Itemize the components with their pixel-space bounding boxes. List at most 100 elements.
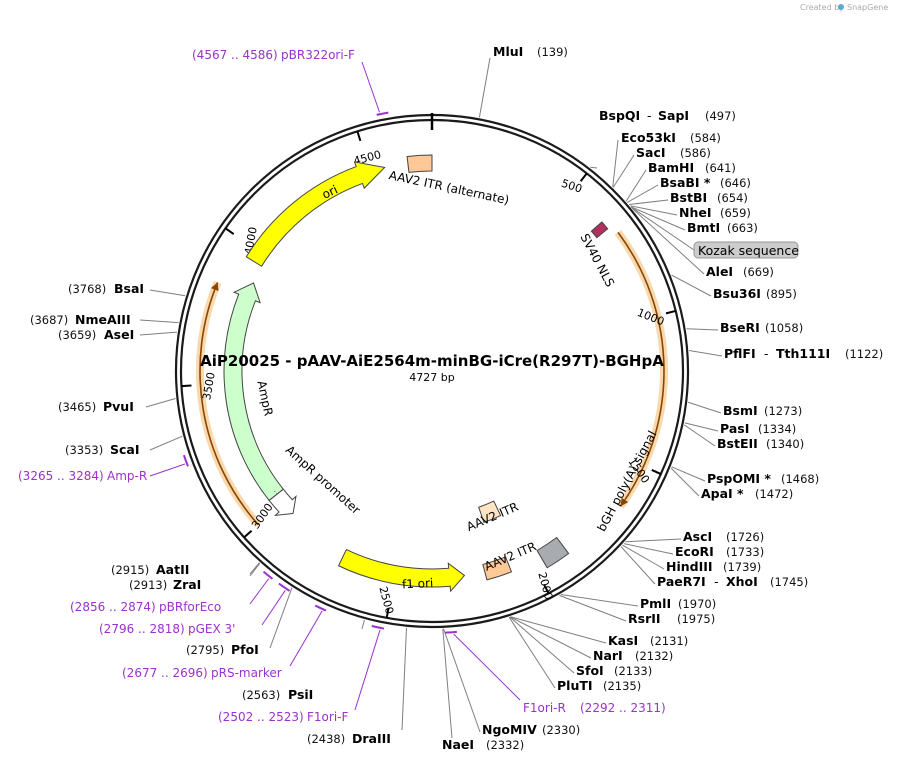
enzyme-site-rsrii[interactable]: RsrII(1975)	[628, 611, 715, 626]
enzyme-site-nari[interactable]: NarI(2132)	[593, 648, 673, 663]
enzyme-site-kasi[interactable]: KasI(2131)	[608, 633, 688, 648]
primer-binding-mark	[278, 582, 291, 592]
aav2-itr-feature-1[interactable]	[478, 500, 502, 523]
enzyme-leader-line	[509, 616, 575, 674]
enzyme-name-2: SapI	[658, 108, 689, 123]
primer-f1ori-r[interactable]: F1ori-R(2292 .. 2311)	[523, 701, 666, 715]
primer-leader-line	[354, 629, 381, 711]
enzyme-site-pfoi[interactable]: (2795)PfoI	[186, 642, 259, 657]
enzyme-position: (2133)	[614, 664, 652, 678]
enzyme-site-apai[interactable]: ApaI *(1472)	[701, 486, 793, 501]
enzyme-site-nmeaiii[interactable]: (3687)NmeAIII	[30, 312, 131, 327]
primer-pbrforeco[interactable]: (2856 .. 2874)pBRforEco	[70, 600, 221, 614]
enzyme-name: PsiI	[288, 687, 313, 702]
enzyme-position: (669)	[743, 265, 774, 279]
enzyme-site-bsteii[interactable]: BstEII(1340)	[717, 436, 804, 451]
enzyme-leader-line	[269, 587, 293, 649]
enzyme-site-bamhi[interactable]: BamHI(641)	[648, 160, 736, 175]
enzyme-site-asei[interactable]: (3659)AseI	[58, 327, 134, 342]
enzyme-leader-line	[139, 319, 179, 324]
enzyme-site-sfoi[interactable]: SfoI(2133)	[576, 663, 652, 678]
enzyme-site-pflfi-tth111i[interactable]: PflFI-Tth111I(1122)	[724, 346, 883, 361]
enzyme-site-pspomi[interactable]: PspOMI *(1468)	[707, 471, 819, 486]
enzyme-position: (2132)	[635, 649, 673, 663]
enzyme-leader-line	[442, 628, 453, 739]
orf-amp-arc[interactable]	[199, 282, 259, 526]
enzyme-site-ngomiv[interactable]: NgoMIV(2330)	[482, 722, 580, 737]
ampr-promoter-feature-arrow[interactable]	[268, 488, 297, 517]
primer-pgex-3[interactable]: (2796 .. 2818)pGEX 3'	[99, 622, 235, 636]
enzyme-name: BsmI	[723, 403, 758, 418]
orf-icre-arc[interactable]	[617, 231, 665, 507]
tick-label-2500: 2500	[376, 585, 396, 615]
primer-pbr322ori-f[interactable]: (4567 .. 4586)pBR322ori-F	[192, 48, 355, 62]
enzyme-site-draiii[interactable]: (2438)DraIII	[307, 731, 391, 746]
enzyme-site-zrai[interactable]: (2913)ZraI	[129, 577, 201, 592]
aav2-itr-feature-2[interactable]	[482, 556, 513, 581]
enzyme-site-bsabi[interactable]: BsaBI *(646)	[660, 175, 751, 190]
enzyme-position: (1745)	[770, 575, 808, 589]
enzyme-site-aatii[interactable]: (2915)AatII	[111, 562, 189, 577]
primer-range: (2502 .. 2523)	[218, 710, 304, 724]
enzyme-leader-line	[671, 466, 706, 482]
enzyme-name: ApaI *	[701, 486, 744, 501]
enzyme-position: (1273)	[764, 404, 802, 418]
enzyme-name: AatII	[156, 562, 189, 577]
enzyme-leader-line	[627, 184, 659, 203]
primer-binding-mark	[262, 570, 274, 580]
enzyme-site-saci[interactable]: SacI(586)	[636, 145, 711, 160]
primer-prs-marker[interactable]: (2677 .. 2696)pRS-marker	[122, 666, 282, 680]
primer-binding-mark	[182, 454, 189, 467]
enzyme-position: (584)	[690, 131, 721, 145]
enzyme-leader-line	[630, 205, 678, 216]
enzyme-name: BsaBI *	[660, 175, 711, 190]
aav2-itr-alternate-feature[interactable]	[406, 154, 433, 173]
enzyme-site-pasi[interactable]: PasI(1334)	[720, 421, 796, 436]
tick-mark-1500	[651, 469, 662, 475]
enzyme-site-pmli[interactable]: PmlI(1970)	[640, 596, 716, 611]
enzyme-site-bsai[interactable]: (3768)BsaI	[68, 281, 144, 296]
enzyme-site-alei[interactable]: AleI (669)	[706, 264, 774, 279]
primer-amp-r[interactable]: (3265 .. 3284)Amp-R	[18, 469, 147, 483]
enzyme-name: BamHI	[648, 160, 694, 175]
enzyme-site-scai[interactable]: (3353)ScaI	[65, 442, 140, 457]
enzyme-site-bsu36i[interactable]: Bsu36I(895)	[713, 286, 797, 301]
enzyme-leader-line	[249, 562, 260, 575]
enzyme-name: EcoRI	[675, 544, 714, 559]
sv40-nls-feature[interactable]	[590, 221, 609, 239]
enzyme-site-bseri[interactable]: BseRI(1058)	[720, 320, 803, 335]
primer-f1ori-f[interactable]: (2502 .. 2523)F1ori-F	[218, 710, 348, 724]
enzyme-site-bmti[interactable]: BmtI(663)	[687, 220, 758, 235]
bgh-polya-feature[interactable]	[536, 536, 570, 569]
enzyme-leader-line	[625, 169, 647, 202]
enzyme-site-mlui[interactable]: MluI(139)	[493, 44, 568, 59]
misc-feature-kozak[interactable]: Kozak sequence	[693, 241, 799, 259]
primer-leader-line	[149, 463, 186, 477]
enzyme-site-asci[interactable]: AscI(1726)	[683, 529, 764, 544]
enzyme-site-psii[interactable]: (2563)PsiI	[242, 687, 313, 702]
enzyme-site-pluti[interactable]: PluTI(2135)	[557, 678, 641, 693]
enzyme-name: NmeAIII	[75, 312, 131, 327]
enzyme-site-pvui[interactable]: (3465)PvuI	[58, 399, 134, 414]
enzyme-site-ecori[interactable]: EcoRI(1733)	[675, 544, 764, 559]
enzyme-site-hindiii[interactable]: HindIII(1739)	[666, 559, 761, 574]
enzyme-position: (2438)	[307, 732, 345, 746]
enzyme-site-bspqi-sapi[interactable]: BspQI-SapI(497)	[599, 108, 736, 123]
snapgene-logo-icon	[838, 4, 844, 10]
tick-mark-1000	[665, 309, 676, 315]
enzyme-site-eco53ki[interactable]: Eco53kI(584)	[621, 130, 721, 145]
enzyme-leader-line	[629, 199, 669, 205]
enzyme-site-paer7i-xhoi[interactable]: PaeR7I-XhoI(1745)	[657, 574, 808, 589]
enzyme-site-nhei[interactable]: NheI(659)	[679, 205, 751, 220]
enzyme-site-bsmi[interactable]: BsmI (1273)	[723, 403, 802, 418]
enzyme-name: AleI	[706, 264, 733, 279]
enzyme-leader-line	[620, 546, 656, 585]
tick-mark-2000	[543, 583, 550, 594]
ampr-feature-arrow[interactable]	[223, 282, 284, 502]
f1-ori-feature-arrow[interactable]	[337, 548, 466, 593]
enzyme-site-naei[interactable]: NaeI(2332)	[442, 737, 524, 752]
ori-feature-arrow[interactable]	[245, 161, 386, 267]
enzyme-site-bstbi[interactable]: BstBI(654)	[670, 190, 748, 205]
tick-label-500: 500	[560, 177, 584, 196]
